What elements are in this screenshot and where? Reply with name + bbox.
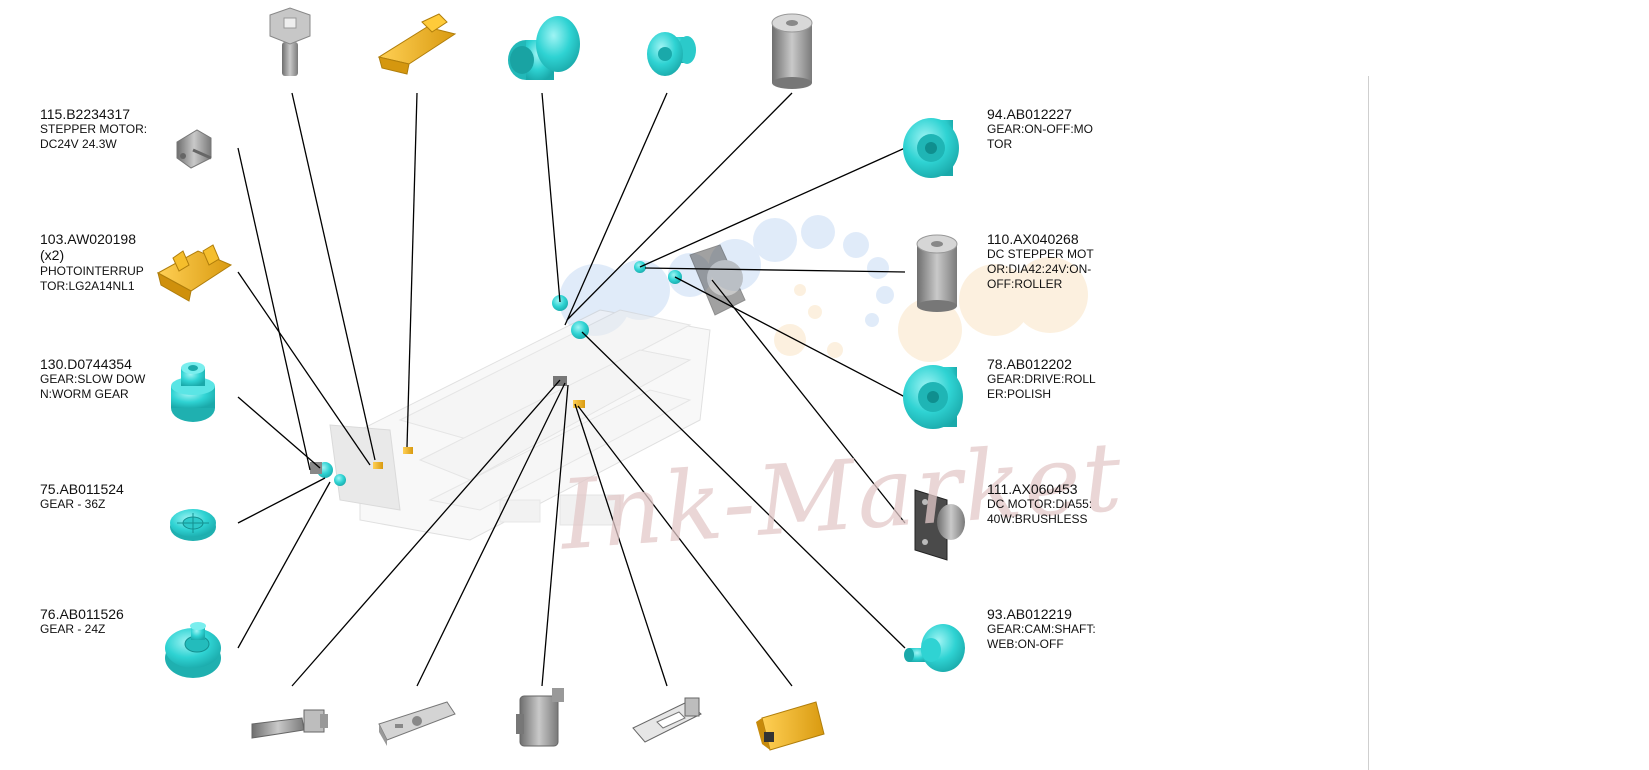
part-desc-line: GEAR - 36Z: [40, 497, 106, 511]
part-number: 76.AB011526: [40, 606, 124, 622]
part-number: 94.AB012227: [987, 106, 1072, 122]
gear-24z-icon: [165, 622, 221, 678]
part-number: 75.AB011524: [40, 481, 124, 497]
part-number: 111.AX060453: [987, 481, 1078, 497]
part-desc-line: TOR: [987, 137, 1013, 151]
yellow-bracket-icon: [377, 13, 457, 75]
label-photointerrupter: 103.AW020198 (x2) PHOTOINTERRUP TOR:LG2A…: [40, 231, 144, 294]
label-stepper-motor: 115.B2234317 STEPPER MOTOR: DC24V 24.3W: [40, 106, 147, 152]
label-gear-36z: 75.AB011524 GEAR - 36Z: [40, 481, 124, 512]
part-desc-line: 40W:BRUSHLESS: [987, 512, 1088, 526]
part-desc-line: ER:POLISH: [987, 387, 1052, 401]
part-number: 93.AB012219: [987, 606, 1072, 622]
part-desc-line: STEPPER MOTOR:: [40, 122, 148, 136]
part-desc-line: OFF:ROLLER: [987, 277, 1063, 291]
assembly-highlight-parts: [310, 261, 682, 486]
part-desc-line: GEAR:CAM:SHAFT:: [987, 622, 1096, 636]
metal-plate-icon: [632, 697, 702, 743]
sensor-housing-icon: [516, 688, 564, 747]
photointerrupter-icon: [156, 244, 233, 302]
part-desc-line: OR:DIA42:24V:ON-: [987, 262, 1092, 276]
part-number: 103.AW020198: [40, 231, 136, 247]
part-desc-line: DC MOTOR:DIA55:: [987, 497, 1093, 511]
stepper-motor-icon: [176, 129, 212, 169]
leader-lines: [237, 92, 906, 687]
label-drive-gear: 78.AB012202 GEAR:DRIVE:ROLL ER:POLISH: [987, 356, 1096, 402]
part-desc-line: DC24V 24.3W: [40, 137, 117, 151]
part-desc-line: TOR:LG2A14NL1: [40, 279, 135, 293]
part-desc-line: WEB:ON-OFF: [987, 637, 1064, 651]
cyan-bushing-icon: [508, 16, 580, 80]
part-quantity: (x2): [40, 247, 65, 263]
label-dc-stepper-motor: 110.AX040268 DC STEPPER MOT OR:DIA42:24V…: [987, 231, 1094, 292]
part-desc-line: GEAR:SLOW DOW: [40, 372, 146, 386]
label-worm-gear: 130.D0744354 GEAR:SLOW DOW N:WORM GEAR: [40, 356, 145, 402]
vertical-divider: [1368, 76, 1369, 770]
part-desc-line: N:WORM GEAR: [40, 387, 129, 401]
part-number: 78.AB012202: [987, 356, 1072, 372]
cyan-small-gear-icon: [647, 32, 696, 76]
label-cam-gear: 93.AB012219 GEAR:CAM:SHAFT: WEB:ON-OFF: [987, 606, 1096, 652]
part-desc-line: GEAR:DRIVE:ROLL: [987, 372, 1096, 386]
part-desc-line: GEAR - 24Z: [40, 622, 106, 636]
stepper-motor-cylinder-icon: [916, 234, 958, 312]
cam-gear-icon: [904, 624, 965, 672]
part-desc-line: GEAR:ON-OFF:MO: [987, 122, 1093, 136]
part-number: 110.AX040268: [987, 231, 1079, 247]
gear-36z-icon: [170, 509, 216, 541]
part-desc-line: DC STEPPER MOT: [987, 247, 1094, 261]
part-number: 115.B2234317: [40, 106, 131, 122]
gray-cylinder-icon: [771, 13, 813, 89]
label-brushless-motor: 111.AX060453 DC MOTOR:DIA55: 40W:BRUSHLE…: [987, 481, 1092, 527]
screw-icon: [269, 7, 311, 76]
gray-bracket-icon: [378, 701, 456, 746]
fuser-assembly-drawing: [329, 244, 746, 541]
lever-icon: [251, 709, 328, 739]
label-gear-24z: 76.AB011526 GEAR - 24Z: [40, 606, 124, 637]
part-number: 130.D0744354: [40, 356, 132, 372]
drive-gear-icon: [903, 365, 963, 429]
gear-on-off-motor-icon: [903, 118, 959, 178]
worm-gear-icon: [171, 362, 215, 422]
yellow-sensor-icon: [756, 701, 825, 751]
brushless-motor-icon: [914, 489, 965, 561]
part-desc-line: PHOTOINTERRUP: [40, 264, 144, 278]
label-gear-on-off-motor: 94.AB012227 GEAR:ON-OFF:MO TOR: [987, 106, 1093, 152]
